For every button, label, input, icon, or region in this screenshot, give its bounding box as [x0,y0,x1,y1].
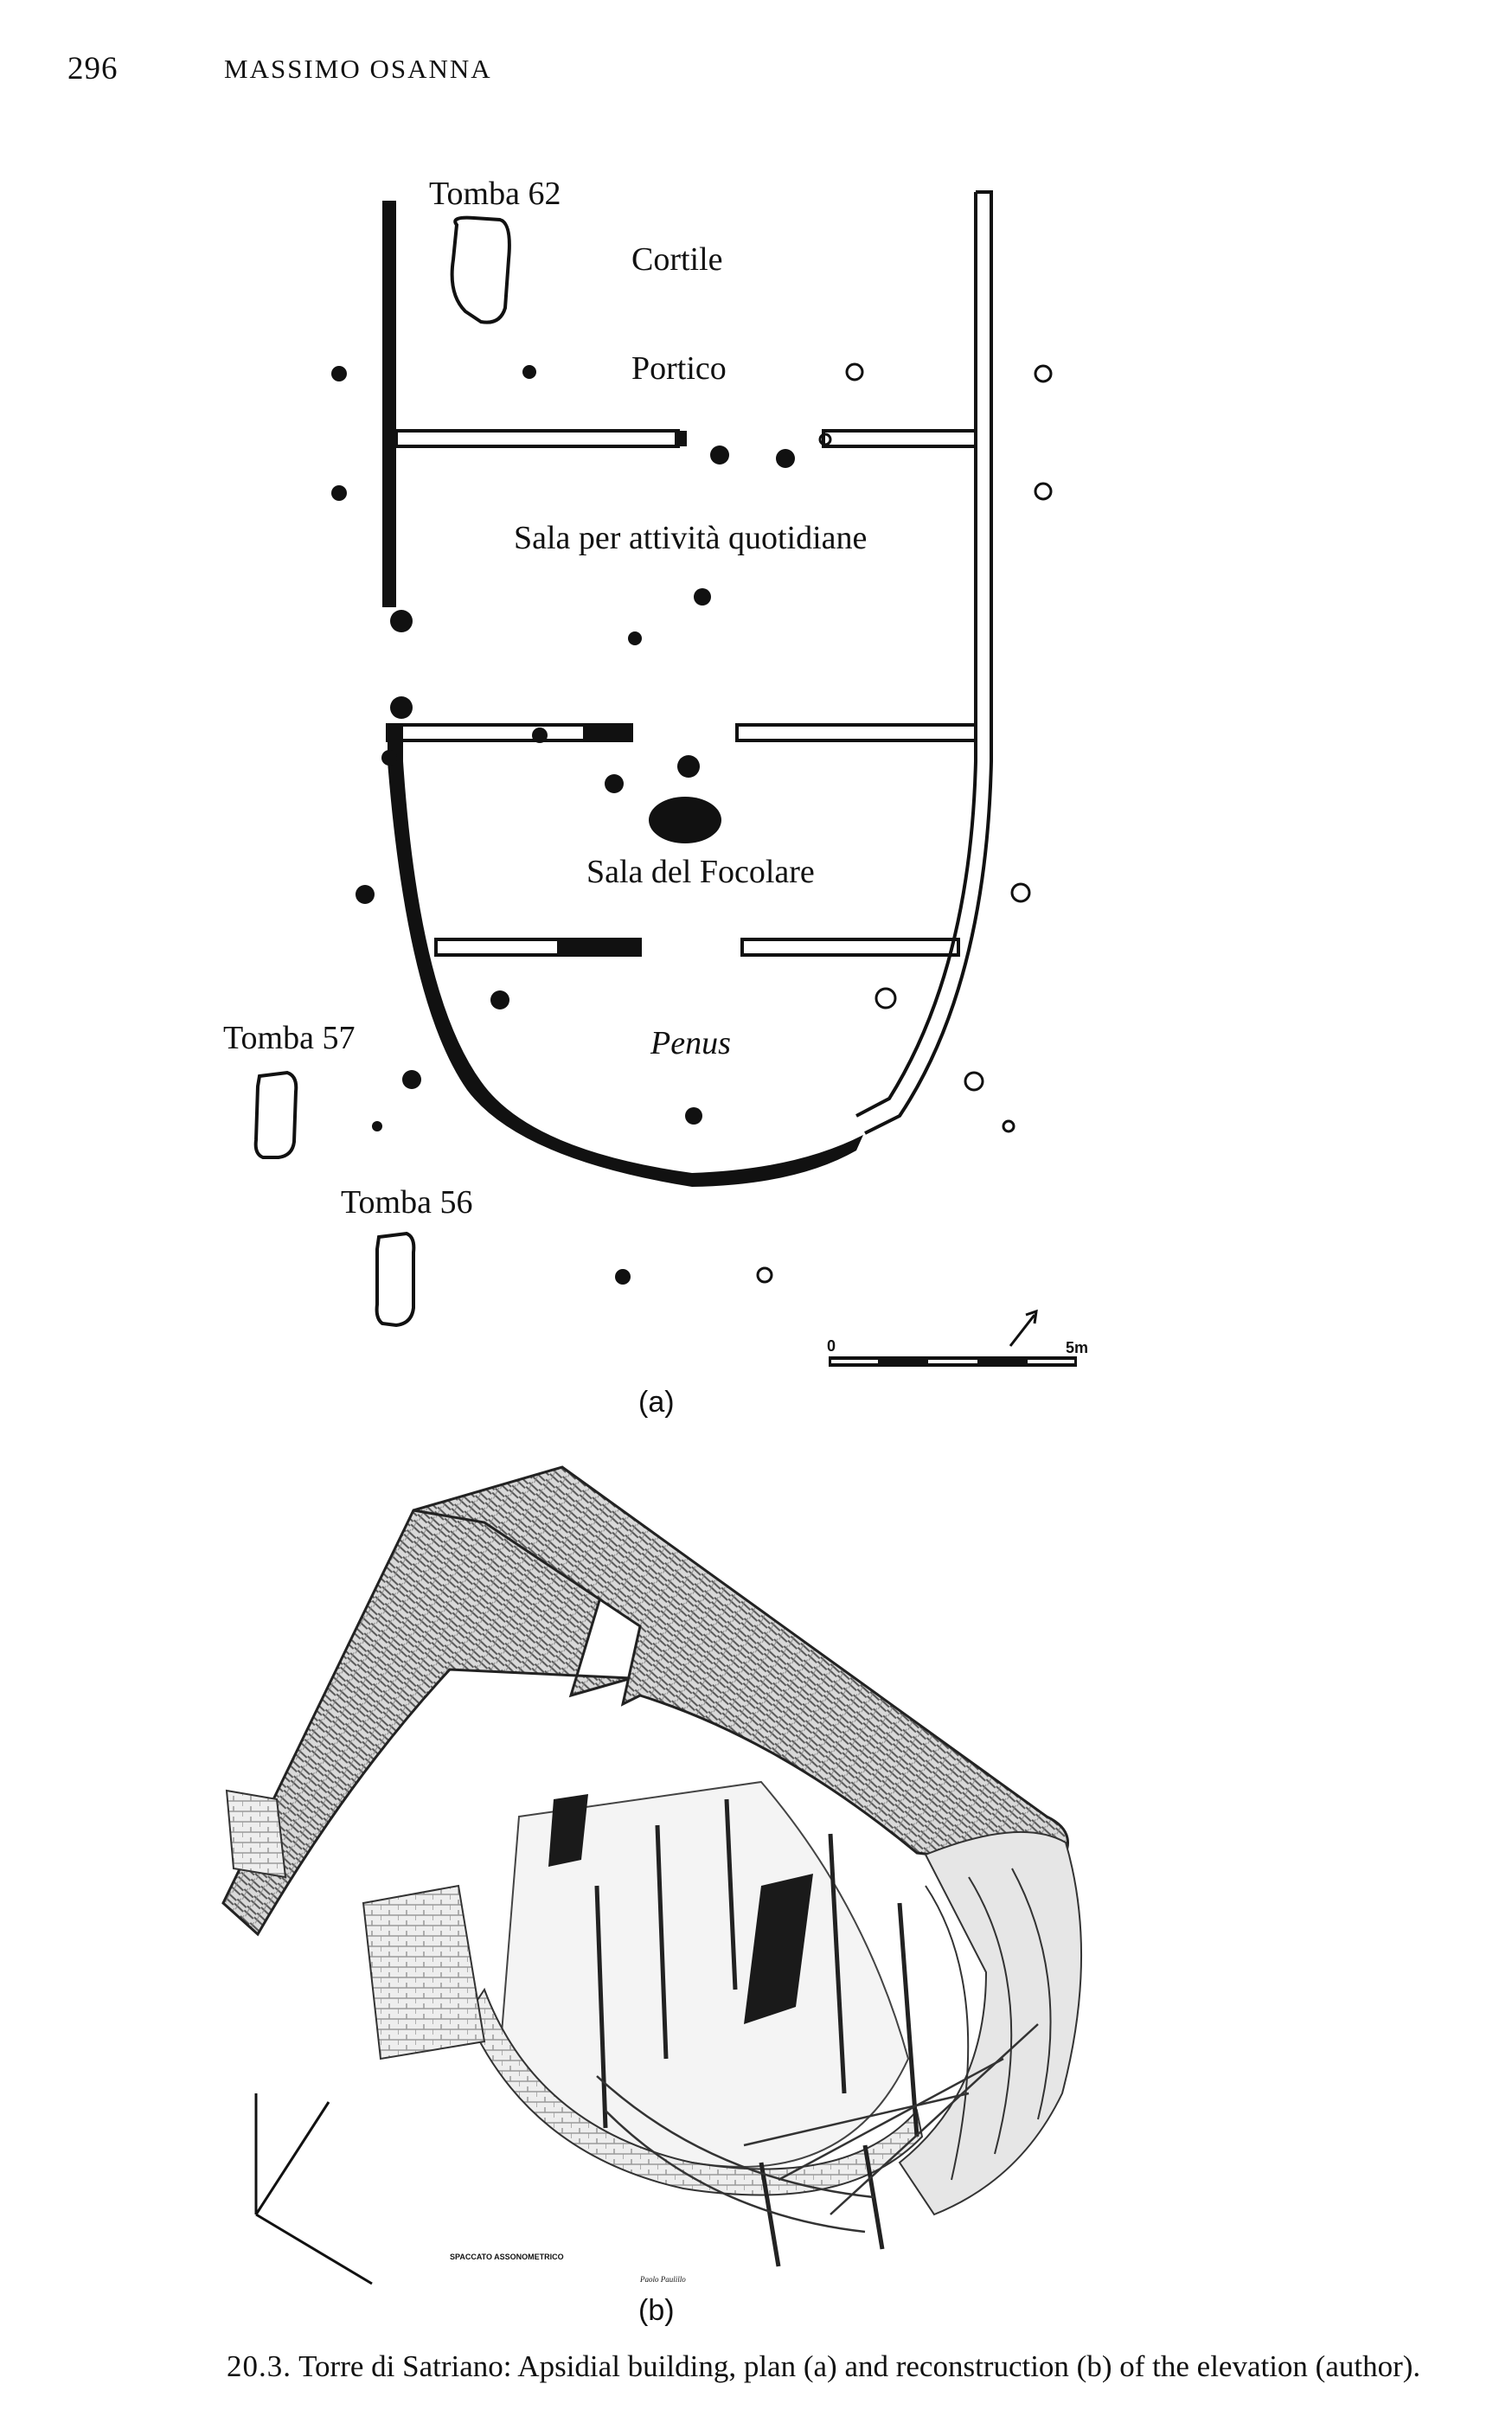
caption-text: Torre di Satriano: Apsidial building, pl… [298,2349,1421,2383]
scale-start: 0 [827,1337,836,1355]
label-portico: Portico [631,350,727,387]
wall-focolare-right [740,938,960,957]
wattle-frame [596,2023,1039,2234]
figure-caption: 20.3. Torre di Satriano: Apsidial buildi… [227,2346,1464,2387]
caption-number: 20.3. [227,2349,292,2383]
axonometric-axes [254,2093,373,2285]
label-cortile: Cortile [631,241,723,278]
reconstruction-figure: SPACCATO ASSONOMETRICO Paolo Paulillo (b… [221,1465,1082,2327]
right-wall [864,190,993,1135]
label-tomba-57: Tomba 57 [223,1020,355,1056]
apse-rafters [925,1868,1052,2181]
sublabel-b: (b) [638,2294,675,2327]
drawing-signature: Paolo Paulillo [639,2275,686,2284]
wall-sala-dark [583,725,631,740]
running-head: MASSIMO OSANNA [224,54,492,84]
scale-bar [829,1356,1077,1367]
tomba-62-outline [450,215,511,324]
left-wall-block [362,1884,486,2060]
page-header: 296 MASSIMO OSANNA [67,50,1451,93]
label-sala-focolare: Sala del Focolare [586,854,815,890]
label-tomba-62: Tomba 62 [429,176,561,212]
roof-main [413,1465,1069,1870]
wall-focolare-dark [557,939,640,955]
sublabel-a: (a) [638,1386,675,1419]
label-sala-quotidiane: Sala per attività quotidiane [514,520,867,556]
entry-wall [225,1789,287,1879]
stone-wall [465,1987,924,2196]
page-number: 296 [67,51,119,87]
roof-left-slope [221,1509,632,1937]
right-wall-inner [855,192,977,1118]
hearth [649,797,721,843]
post-holes-open [756,362,1053,1284]
post-holes-filled [331,365,795,1285]
partition-panel-1 [744,1874,813,2024]
north-arrow-icon [1009,1309,1038,1347]
wall-portico-right [822,429,977,448]
tomba-57-outline [253,1070,298,1159]
partition-panel-2 [548,1794,588,1867]
scale-end: 5m [1066,1339,1088,1356]
posts [594,1798,919,2267]
roof-apse [898,1830,1082,2216]
label-penus: Penus [650,1025,731,1061]
drawing-label: SPACCATO ASSONOMETRICO [450,2253,564,2261]
left-wall-solid [382,201,396,607]
wall-sala-right [735,723,977,742]
label-tomba-56: Tomba 56 [341,1184,472,1221]
plan-figure: Tomba 62 Cortile Portico Sala per attivi… [223,176,1088,1419]
tomba-56-outline [375,1231,416,1328]
